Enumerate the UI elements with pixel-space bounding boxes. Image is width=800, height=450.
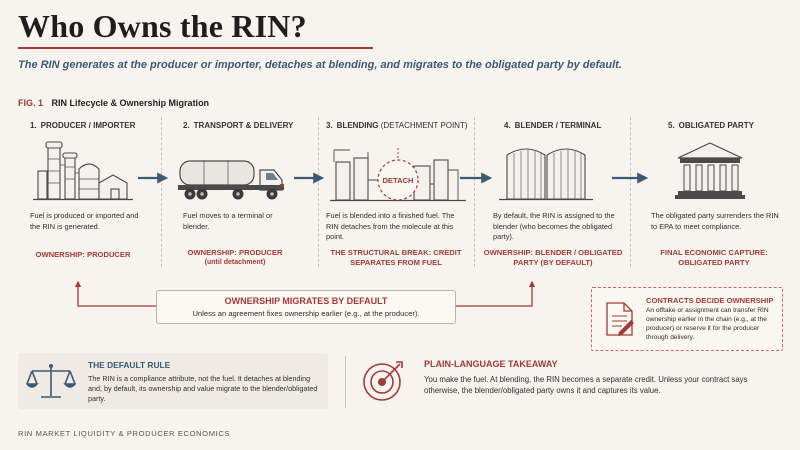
step-2-description: Fuel moves to a terminal or blender. (183, 211, 273, 231)
target-icon (363, 361, 403, 401)
step-5-description: The obligated party surrenders the RIN t… (651, 211, 779, 231)
step-4-ownership: OWNERSHIP: BLENDER / OBLIGATED PARTY (BY… (483, 248, 623, 267)
step-4-heading: 4.BLENDER / TERMINAL (504, 121, 601, 130)
scale-icon (26, 364, 76, 398)
step-3-heading: 3.BLENDING (DETACHMENT POINT) (326, 121, 468, 130)
step-number: 2. (183, 121, 190, 130)
migration-title: OWNERSHIP MIGRATES BY DEFAULT (224, 296, 388, 306)
detach-label: DETACH (382, 176, 414, 185)
default-rule-panel: THE DEFAULT RULE The RIN is a compliance… (18, 353, 328, 409)
column-divider (318, 117, 319, 267)
title-underline (18, 47, 373, 49)
section-divider (345, 356, 346, 408)
step-number: 3. (326, 121, 333, 130)
tanker-truck-icon (178, 160, 284, 200)
figure-label: FIG. 1 RIN Lifecycle & Ownership Migrati… (18, 98, 209, 108)
step-title: OBLIGATED PARTY (678, 121, 754, 130)
page-title: Who Owns the RIN? (18, 8, 307, 44)
step-title: PRODUCER / IMPORTER (40, 121, 136, 130)
step-title: BLENDING (336, 121, 379, 130)
step-4-description: By default, the RIN is assigned to the b… (493, 211, 615, 242)
column-divider (161, 117, 162, 267)
contract-document-icon (606, 302, 634, 336)
step-number: 4. (504, 121, 511, 130)
migration-text: Unless an agreement fixes ownership earl… (192, 309, 420, 318)
refinery-icon (33, 141, 133, 201)
default-rule-title: THE DEFAULT RULE (88, 360, 171, 370)
figure-number: FIG. 1 (18, 98, 44, 108)
default-rule-text: The RIN is a compliance attribute, not t… (88, 374, 318, 404)
step-2-heading: 2.TRANSPORT & DELIVERY (183, 121, 293, 130)
step-1-ownership: OWNERSHIP: PRODUCER (35, 250, 131, 259)
figure-caption: RIN Lifecycle & Ownership Migration (51, 98, 210, 108)
contracts-title: CONTRACTS DECIDE OWNERSHIP (646, 296, 774, 305)
step-1-heading: 1.PRODUCER / IMPORTER (30, 121, 135, 130)
ownership-label: OWNERSHIP: PRODUCER (187, 248, 283, 257)
contracts-text: An offtake or assignment can transfer RI… (646, 307, 769, 342)
takeaway-title: PLAIN-LANGUAGE TAKEAWAY (424, 359, 558, 369)
step-3-description: Fuel is blended into a finished fuel. Th… (326, 211, 455, 242)
government-building-icon (675, 142, 745, 199)
step-title: BLENDER / TERMINAL (514, 121, 602, 130)
step-title: TRANSPORT & DELIVERY (193, 121, 294, 130)
step-5-ownership: FINAL ECONOMIC CAPTURE: OBLIGATED PARTY (660, 248, 768, 267)
step-number: 5. (668, 121, 675, 130)
column-divider (474, 117, 475, 267)
takeaway-text: You make the fuel. At blending, the RIN … (424, 375, 748, 396)
ownership-note: (until detachment) (204, 258, 266, 266)
step-number: 1. (30, 121, 37, 130)
storage-tanks-icon (499, 148, 593, 201)
column-divider (630, 117, 631, 267)
contracts-callout: CONTRACTS DECIDE OWNERSHIP An offtake or… (591, 287, 783, 351)
step-subtitle: (DETACHMENT POINT) (380, 121, 468, 130)
blending-tanks-icon (330, 149, 466, 202)
step-3-ownership: THE STRUCTURAL BREAK: CREDIT SEPARATES F… (330, 248, 462, 267)
footer-caption: RIN MARKET LIQUIDITY & PRODUCER ECONOMIC… (18, 429, 231, 438)
step-5-heading: 5.OBLIGATED PARTY (668, 121, 754, 130)
subtitle: The RIN generates at the producer or imp… (18, 59, 622, 71)
migration-callout: OWNERSHIP MIGRATES BY DEFAULT Unless an … (156, 290, 456, 324)
step-1-description: Fuel is produced or imported and the RIN… (30, 211, 139, 231)
step-2-ownership: OWNERSHIP: PRODUCER (until detachment) (170, 248, 300, 267)
